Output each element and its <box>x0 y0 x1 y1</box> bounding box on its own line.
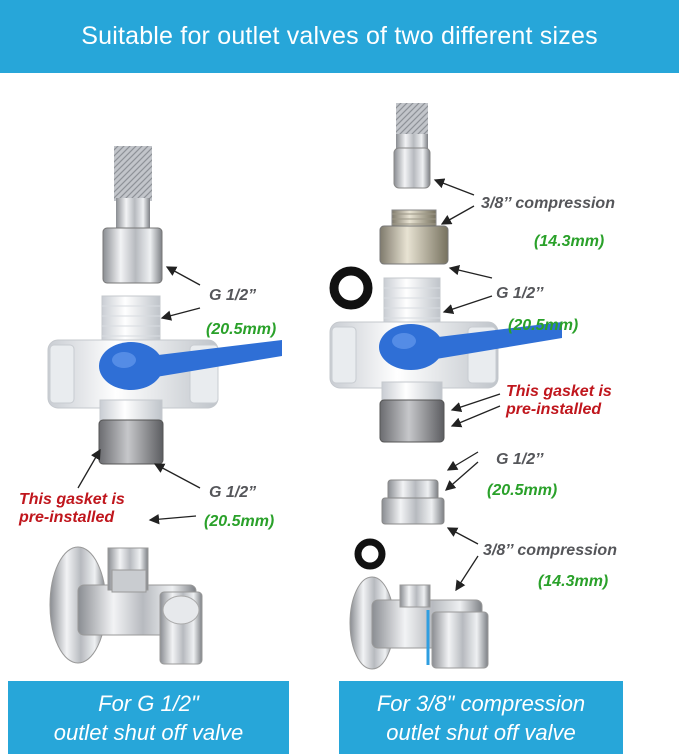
right-gasket-line2: pre-installed <box>506 401 602 418</box>
left-bottom-thread-label: G 1/2” <box>209 484 257 501</box>
left-thread-size: (20.5mm) <box>206 321 277 338</box>
left-gasket-note: This gasket is pre-installed <box>19 491 125 527</box>
right-thread-label: G 1/2’’ <box>496 285 544 302</box>
left-angle-valve <box>49 546 203 665</box>
right-caption-line2: outlet shut off valve <box>386 719 576 745</box>
right-adapter-thread-size: (20.5mm) <box>487 482 558 499</box>
right-small-gasket <box>354 538 386 570</box>
left-thread-label: G 1/2” <box>209 287 257 304</box>
left-leader-lines <box>77 266 201 525</box>
right-adapter-thread-label: G 1/2’’ <box>496 451 544 468</box>
right-compression-label: 3/8’’ compression <box>481 195 615 212</box>
right-bottom-compression-label: 3/8’’ compression <box>483 542 617 559</box>
right-hose <box>393 103 431 189</box>
right-compression-size: (14.3mm) <box>534 233 605 250</box>
right-angle-valve <box>349 576 489 670</box>
left-valve-body <box>47 295 282 429</box>
right-bottom-compression-size: (14.3mm) <box>538 573 609 590</box>
left-caption-line2: outlet shut off valve <box>53 719 244 745</box>
page-title: Suitable for outlet valves of two differ… <box>81 22 598 50</box>
left-gasket-line1: This gasket is <box>19 491 125 508</box>
left-caption-line1: For G 1/2" <box>98 690 199 716</box>
right-gasket-ring <box>329 266 373 310</box>
right-bottom-nut <box>379 399 445 443</box>
right-gasket-note: This gasket is pre-installed <box>506 383 612 419</box>
right-caption: For 3/8" compression outlet shut off val… <box>339 681 623 754</box>
product-illustration <box>47 103 562 670</box>
left-bottom-thread-size: (20.5mm) <box>204 513 275 530</box>
header-banner: Suitable for outlet valves of two differ… <box>0 0 679 73</box>
right-leader-lines <box>433 178 501 592</box>
right-gasket-line1: This gasket is <box>506 383 612 400</box>
left-caption: For G 1/2" outlet shut off valve <box>8 681 289 754</box>
left-hose <box>102 146 163 284</box>
right-compression-adapter <box>379 209 449 265</box>
left-gasket-line2: pre-installed <box>19 509 115 526</box>
right-caption-line1: For 3/8" compression <box>376 690 586 716</box>
right-adapter-fitting <box>381 479 445 525</box>
right-thread-size: (20.5mm) <box>508 317 579 334</box>
left-bottom-nut <box>98 419 164 465</box>
